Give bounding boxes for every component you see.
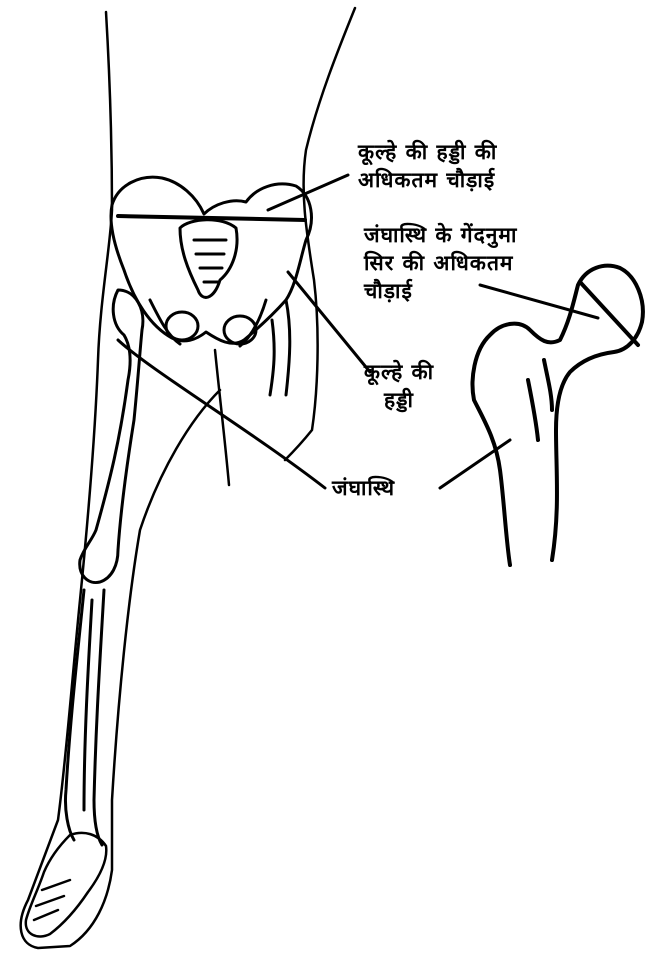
leader-pelvis <box>288 272 370 372</box>
femur-bone <box>65 290 142 845</box>
label-femur-head-max-width: जंघास्थि के गेंदनुमा सिर की अधिकतम चौड़ा… <box>364 221 517 305</box>
leader-femur-left <box>118 340 325 488</box>
label-pelvis: कूल्हे की हड्डी <box>356 358 442 414</box>
label-pelvis-max-width: कूल्हे की हड्डी की अधिकतम चौड़ाई <box>358 138 497 194</box>
femur-head-width-line <box>580 282 638 345</box>
leader-pelvis-width <box>268 175 348 210</box>
pelvis-width-line <box>118 216 305 220</box>
pelvis-bone <box>111 177 312 395</box>
body-outline <box>21 8 355 948</box>
label-femur: जंघास्थि <box>332 474 395 502</box>
femur-head-detail <box>473 266 643 565</box>
